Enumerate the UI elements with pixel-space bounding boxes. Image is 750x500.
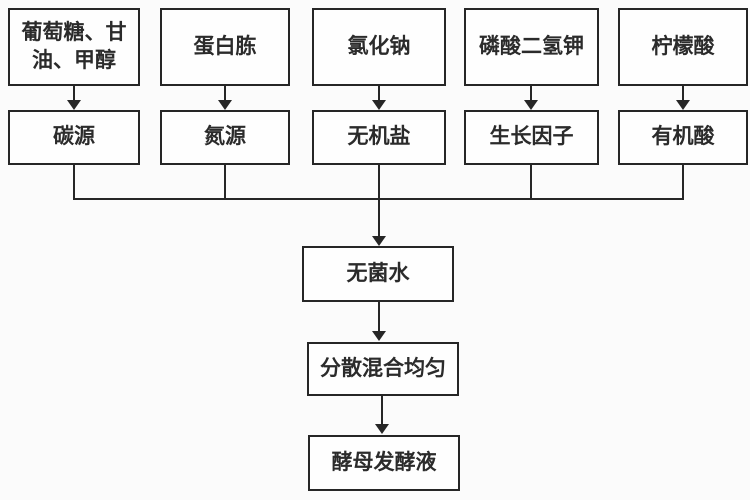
arrow-down-icon	[372, 100, 386, 110]
box-growth-factor: 生长因子	[464, 110, 599, 165]
box-sodium-chloride: 氯化钠	[312, 8, 446, 86]
arrow-line-col5	[682, 86, 684, 101]
box-label: 有机酸	[651, 125, 715, 149]
box-label: 氮源	[204, 125, 246, 149]
box-label: 柠檬酸	[651, 34, 715, 58]
box-label: 无机盐	[347, 125, 411, 149]
box-label: 生长因子	[489, 125, 574, 149]
box-label: 葡萄糖、甘油、甲醇	[21, 20, 127, 72]
arrow-down-icon	[375, 424, 389, 434]
connector-center	[378, 165, 380, 236]
box-label: 磷酸二氢钾	[479, 34, 584, 58]
box-inorganic-salt: 无机盐	[312, 110, 446, 165]
arrow-line-col4	[530, 86, 532, 101]
box-sterile-water: 无菌水	[302, 246, 454, 302]
arrow-line-mix	[378, 302, 380, 331]
arrow-line-col2	[224, 86, 226, 101]
box-citric-acid: 柠檬酸	[618, 8, 748, 86]
box-potassium-dihydrogen-phosphate: 磷酸二氢钾	[464, 8, 599, 86]
box-label: 酵母发酵液	[331, 450, 437, 474]
box-label: 氯化钠	[347, 34, 411, 58]
box-organic-acid: 有机酸	[618, 110, 748, 165]
box-disperse-mix-evenly: 分散混合均匀	[307, 342, 459, 396]
connector-col1	[73, 165, 75, 200]
box-carbon-source: 碳源	[8, 110, 140, 165]
arrow-line-col3	[378, 86, 380, 101]
box-label: 分散混合均匀	[320, 356, 446, 380]
connector-col2	[224, 165, 226, 200]
box-label: 碳源	[53, 125, 95, 149]
box-peptone: 蛋白胨	[160, 8, 290, 86]
arrow-down-icon	[372, 236, 386, 246]
connector-col5	[682, 165, 684, 200]
arrow-line-col1	[73, 86, 75, 101]
arrow-down-icon	[67, 100, 81, 110]
arrow-line-final	[381, 396, 383, 424]
connector-col4	[530, 165, 532, 200]
box-nitrogen-source: 氮源	[160, 110, 290, 165]
arrow-down-icon	[218, 100, 232, 110]
box-yeast-fermentation-broth: 酵母发酵液	[308, 435, 460, 491]
box-glucose-glycerol-methanol: 葡萄糖、甘油、甲醇	[8, 8, 140, 86]
arrow-down-icon	[524, 100, 538, 110]
arrow-down-icon	[372, 331, 386, 341]
box-label: 无菌水	[346, 261, 410, 285]
box-label: 蛋白胨	[193, 34, 257, 58]
arrow-down-icon	[676, 100, 690, 110]
